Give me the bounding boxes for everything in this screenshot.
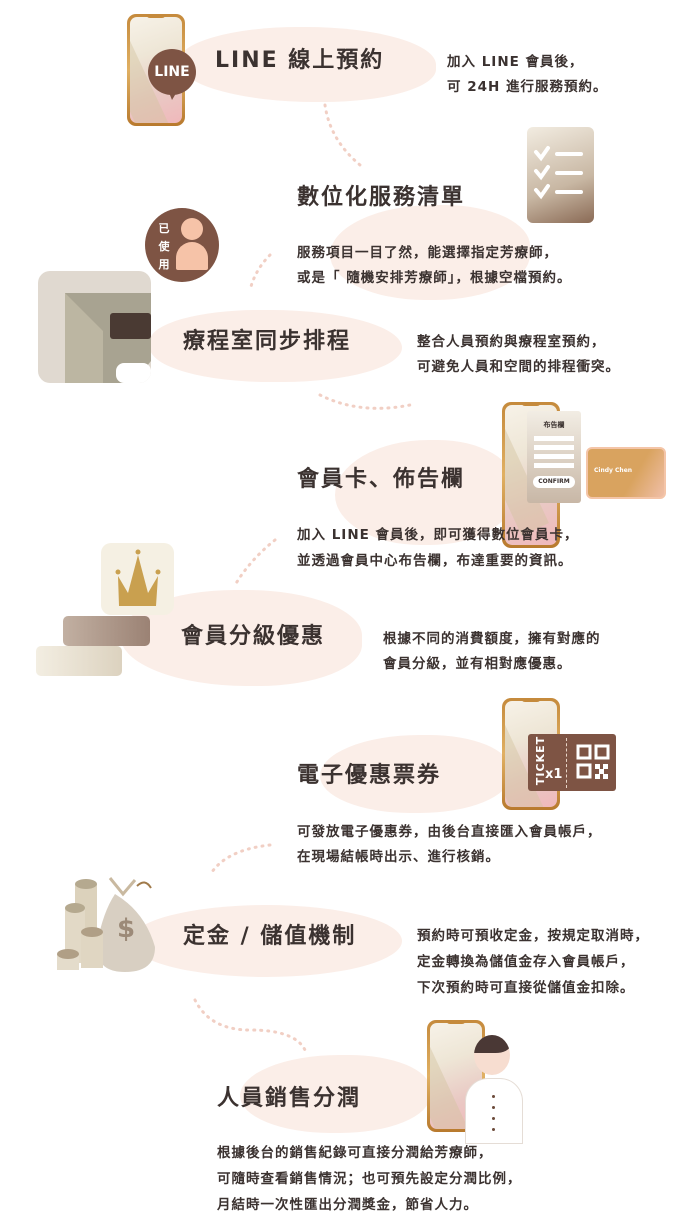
money-bag-icon: $ — [57, 877, 155, 972]
feature-desc-line: 會員分級，並有相對應優惠。 — [383, 656, 572, 672]
feature-title: 數位化服務清單 — [297, 185, 466, 210]
feature-desc-line: 預約時可預收定金，按規定取消時， — [417, 928, 649, 944]
feature-desc-line: 或是「 隨機安排芳療師」，根據空檔預約。 — [297, 270, 572, 286]
feature-title: 療程室同步排程 — [183, 329, 352, 354]
feature-desc-line: 服務項目一目了然，能選擇指定芳療師， — [297, 245, 558, 261]
bulletin-board: 布告欄 CONFIRM — [527, 411, 581, 503]
feature-desc-line: 加入 LINE 會員後， — [447, 54, 584, 70]
feature-desc-line: 加入 LINE 會員後，即可獲得數位會員卡， — [297, 527, 579, 543]
ticket-icon: TICKET x1 — [528, 734, 616, 791]
confirm-button: CONFIRM — [533, 476, 575, 488]
feature-desc-line: 月結時一次性匯出分潤獎金，節省人力。 — [217, 1197, 478, 1213]
member-card-icon: Cindy Chen — [586, 447, 666, 499]
checklist-icon — [527, 127, 594, 223]
feature-title: 定金 / 儲值機制 — [183, 924, 357, 949]
feature-desc-line: 並透過會員中心布告欄，布達重要的資訊。 — [297, 553, 573, 569]
feature-title: 電子優惠票券 — [297, 763, 442, 788]
feature-desc-line: 在現場結帳時出示、進行核銷。 — [297, 849, 500, 865]
line-bubble-icon: LINE — [148, 49, 196, 95]
feature-desc-line: 可 24H 進行服務預約。 — [447, 79, 608, 95]
feature-desc-line: 整合人員預約與療程室預約， — [417, 334, 606, 350]
feature-title: 會員分級優惠 — [181, 624, 326, 649]
feature-title: 人員銷售分潤 — [217, 1086, 362, 1111]
feature-desc-line: 可隨時查看銷售情況；也可預先設定分潤比例， — [217, 1171, 522, 1187]
room-door-icon — [38, 271, 151, 383]
feature-desc-line: 根據不同的消費額度，擁有對應的 — [383, 631, 601, 647]
staff-person-icon — [466, 1033, 522, 1143]
used-badge-icon: 已使用 — [145, 208, 219, 282]
feature-desc-line: 定金轉換為儲值金存入會員帳戶， — [417, 954, 635, 970]
feature-desc-line: 可發放電子優惠券，由後台直接匯入會員帳戶， — [297, 824, 602, 840]
feature-desc-line: 可避免人員和空間的排程衝突。 — [417, 359, 620, 375]
feature-title: LINE 線上預約 — [215, 48, 385, 73]
feature-desc-line: 下次預約時可直接從儲值金扣除。 — [417, 980, 635, 996]
feature-desc-line: 根據後台的銷售紀錄可直接分潤給芳療師， — [217, 1145, 493, 1161]
crown-icon — [101, 543, 174, 615]
svg-text:$: $ — [117, 914, 135, 944]
feature-title: 會員卡、佈告欄 — [297, 467, 466, 492]
